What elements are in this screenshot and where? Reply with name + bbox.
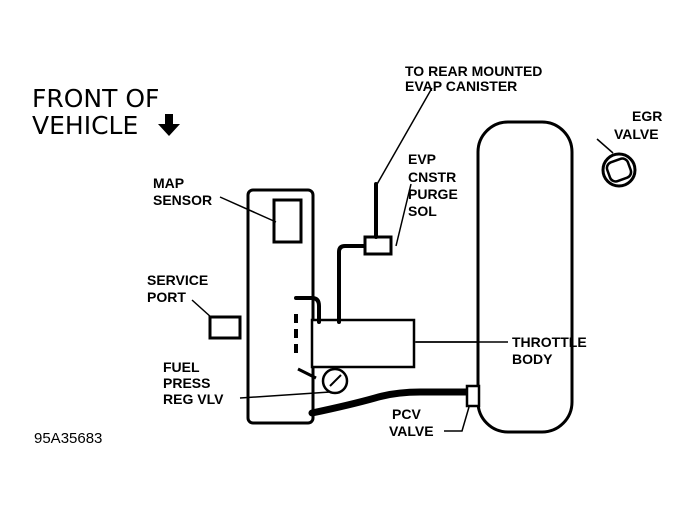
evap-line2: CNSTR [408,169,456,185]
service-port-icon [208,315,242,340]
evap-purge-solenoid-icon [363,235,393,256]
pcv-line2: VALVE [389,423,434,439]
egr-line1: EGR [632,108,662,124]
fuel-line1: FUEL [163,359,200,375]
egr-valve-icon [601,152,637,188]
fuel-press-reg-mark [329,374,342,387]
pcv-valve-icon [465,384,481,408]
fuel-press-reg-label: FUEL PRESS REG VLV [163,359,224,407]
service-port-leader [191,299,213,319]
rear-canister-line2: EVAP CANISTER [405,78,517,94]
fuel-line3: REG VLV [163,391,224,407]
orientation-line1: FRONT OF [32,84,159,113]
rear-canister-leader [375,87,433,187]
fuel-line-stub [297,367,317,380]
egr-valve-label: EGR VALVE [614,108,662,142]
service-line2: PORT [147,289,186,305]
map-line2: SENSOR [153,192,212,208]
map-line1: MAP [153,175,184,191]
pcv-valve-leader [444,406,470,432]
figure-code: 95A35683 [34,430,102,447]
throttle-body-label: THROTTLE BODY [512,334,587,367]
evap-solenoid-label: EVP CNSTR PURGE SOL [408,151,458,219]
vacuum-hose-short [294,296,321,324]
egr-leader [596,138,614,154]
throttle-body-block [310,318,416,369]
pcv-valve-label: PCV VALVE [389,406,434,439]
rear-canister-label: TO REAR MOUNTED EVAP CANISTER [405,63,542,94]
evap-line4: SOL [408,203,437,219]
map-sensor-icon [272,198,303,244]
fuel-press-reg-leader [239,391,331,399]
evap-line1: EVP [408,151,436,167]
down-arrow-icon [158,114,180,136]
intake-plenum [476,120,574,434]
rear-canister-line1: TO REAR MOUNTED [405,63,542,79]
pcv-hose [308,388,472,417]
egr-line2: VALVE [614,126,659,142]
purge-sol-leader [395,183,412,247]
intake-manifold [246,188,315,425]
throttle-line1: THROTTLE [512,334,587,350]
fuel-line2: PRESS [163,375,210,391]
service-port-label: SERVICE PORT [147,272,208,305]
orientation-line2: VEHICLE [32,111,138,140]
pcv-line1: PCV [392,406,421,422]
purge-vacuum-hose [337,244,368,324]
map-sensor-leader [219,196,277,223]
throttle-line2: BODY [512,351,553,367]
map-sensor-label: MAP SENSOR [153,175,212,208]
evap-line3: PURGE [408,186,458,202]
service-line1: SERVICE [147,272,208,288]
